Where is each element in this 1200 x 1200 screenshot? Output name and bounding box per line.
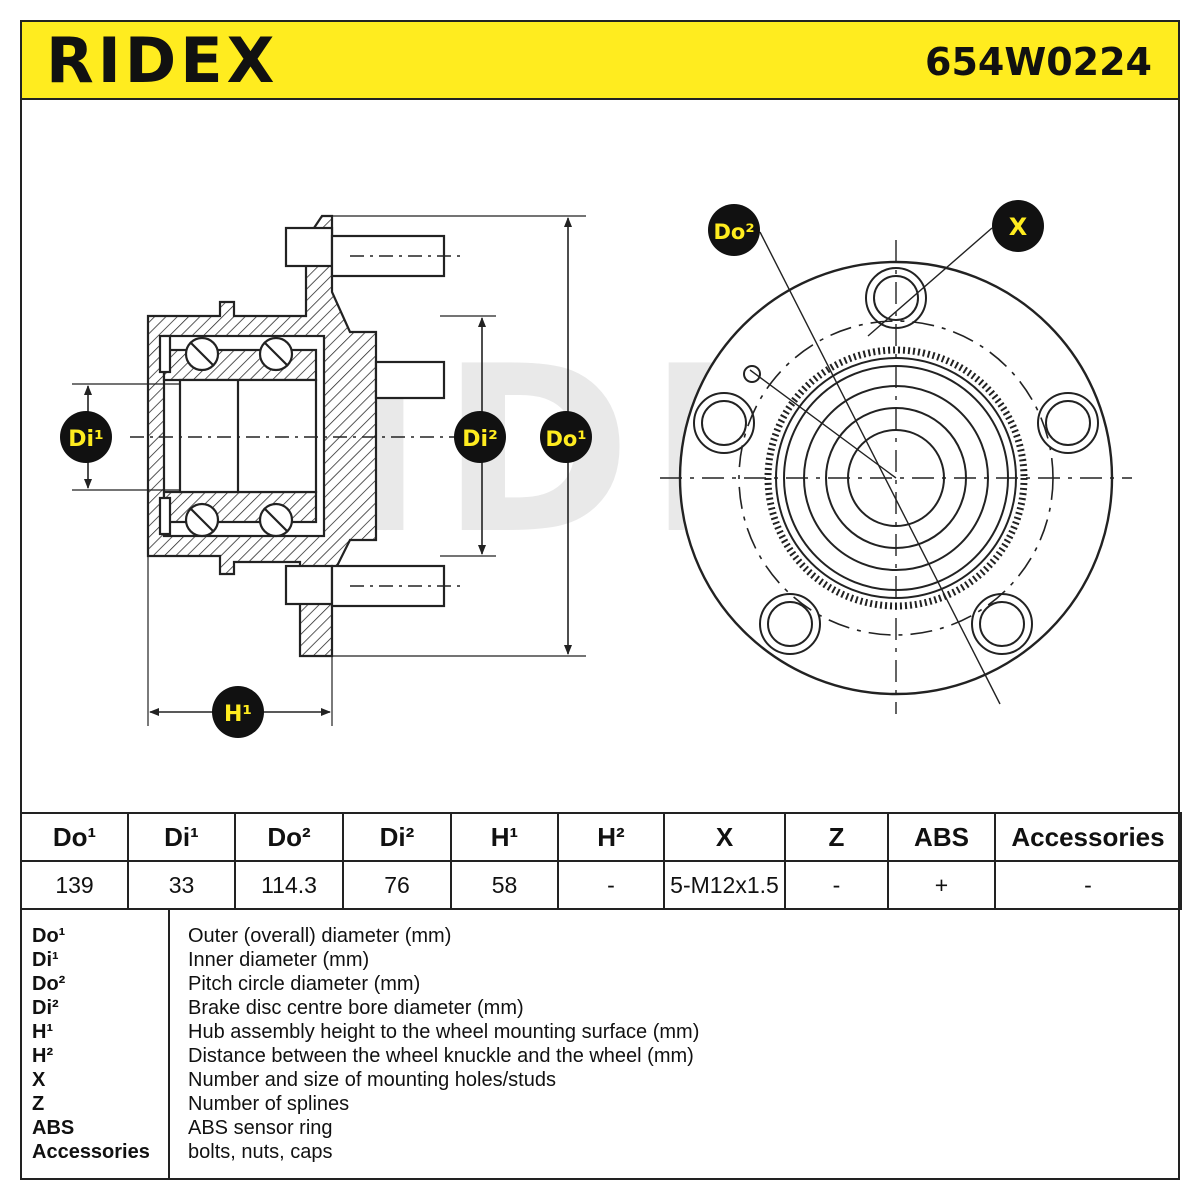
legend-desc: Distance between the wheel knuckle and t… [188, 1045, 694, 1067]
legend-desc: Brake disc centre bore diameter (mm) [188, 997, 524, 1019]
spec-value-cell: - [784, 860, 889, 910]
spec-value-cell: + [887, 860, 996, 910]
spec-value-cell: 139 [20, 860, 129, 910]
legend-desc: bolts, nuts, caps [188, 1141, 333, 1163]
spec-header-cell: Accessories [994, 812, 1182, 862]
badge-h1: H¹ [212, 686, 264, 738]
legend-key: Di² [32, 997, 59, 1019]
spec-header-cell: Z [784, 812, 889, 862]
legend-key: X [32, 1069, 46, 1091]
header-bar: RIDEX 654W0224 [20, 20, 1180, 100]
dimension-extension-lines [72, 215, 586, 726]
spec-table: Do¹ Di¹ Do² Di² H¹ H² X Z ABS Accessorie… [20, 812, 1182, 910]
legend-desc: Hub assembly height to the wheel mountin… [188, 1021, 700, 1043]
legend-desc: ABS sensor ring [188, 1117, 333, 1139]
legend-key: H¹ [32, 1021, 54, 1043]
svg-text:H¹: H¹ [224, 702, 252, 727]
badge-do2: Do² [708, 204, 760, 256]
legend-descriptions: Outer (overall) diameter (mm) Inner diam… [188, 924, 699, 1164]
front-leader-lines [749, 227, 1001, 705]
spec-header-cell: H² [557, 812, 665, 862]
technical-drawing: RIDEX [60, 200, 1132, 738]
svg-text:Di¹: Di¹ [68, 427, 103, 452]
spec-header-cell: Di¹ [127, 812, 236, 862]
legend-key: Z [32, 1093, 45, 1115]
side-section-view [146, 214, 446, 658]
legend-key: ABS [32, 1117, 75, 1139]
badge-di1: Di¹ [60, 411, 112, 463]
legend-box: Do¹ Di¹ Do² Di² H¹ H² X Z ABS Accessorie… [20, 908, 1180, 1180]
spec-value-cell: - [557, 860, 665, 910]
spec-header-cell: ABS [887, 812, 996, 862]
svg-text:Do¹: Do¹ [545, 427, 586, 451]
legend-desc: Inner diameter (mm) [188, 949, 370, 971]
legend-desc: Number and size of mounting holes/studs [188, 1069, 556, 1091]
side-centerlines [130, 255, 464, 587]
spec-header-cell: Do¹ [20, 812, 129, 862]
legend-desc: Outer (overall) diameter (mm) [188, 925, 452, 947]
legend-desc: Pitch circle diameter (mm) [188, 973, 421, 995]
spec-header-cell: X [663, 812, 786, 862]
spec-header-cell: H¹ [450, 812, 559, 862]
legend-keys: Do¹ Di¹ Do² Di² H¹ H² X Z ABS Accessorie… [32, 924, 150, 1164]
svg-text:Di²: Di² [462, 427, 497, 452]
spec-header-cell: Do² [234, 812, 344, 862]
spec-value-cell: 58 [450, 860, 559, 910]
spec-header-cell: Di² [342, 812, 452, 862]
front-centerlines [660, 240, 1132, 714]
spec-header-row: Do¹ Di¹ Do² Di² H¹ H² X Z ABS Accessorie… [20, 812, 1182, 862]
spec-value-cell: - [994, 860, 1182, 910]
legend-key: Do¹ [32, 925, 66, 947]
badge-di2: Di² [454, 411, 506, 463]
svg-text:Do²: Do² [713, 220, 754, 244]
legend-divider [168, 910, 170, 1178]
brand-logo: RIDEX [46, 24, 279, 97]
spec-value-row: 139 33 114.3 76 58 - 5-M12x1.5 - + - [20, 860, 1182, 910]
badge-x: X [992, 200, 1044, 252]
svg-text:X: X [1009, 213, 1028, 241]
legend-key: Di¹ [32, 949, 59, 971]
spec-value-cell: 114.3 [234, 860, 344, 910]
part-number: 654W0224 [925, 40, 1152, 84]
legend-key: H² [32, 1045, 54, 1067]
spec-value-cell: 33 [127, 860, 236, 910]
spec-value-cell: 5-M12x1.5 [663, 860, 786, 910]
badge-do1: Do¹ [540, 411, 592, 463]
legend-key: Accessories [32, 1141, 150, 1163]
spec-value-cell: 76 [342, 860, 452, 910]
legend-desc: Number of splines [188, 1093, 350, 1115]
legend-key: Do² [32, 973, 66, 995]
